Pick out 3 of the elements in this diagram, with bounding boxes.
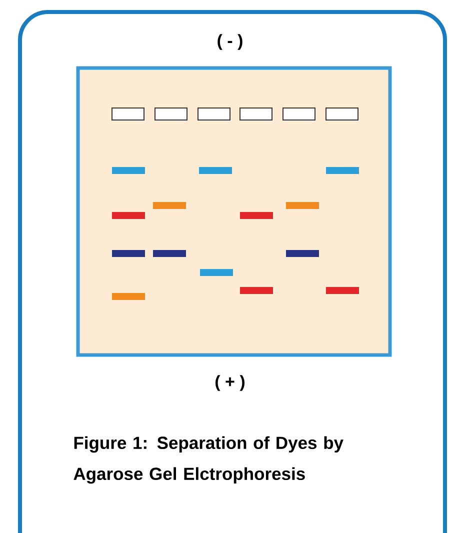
electrode-label: ( - )	[218, 34, 242, 50]
caption: Figure 1: Separation of Dyes by Agarose Gel Elctrophoresis	[74, 436, 344, 484]
electrode-label: ( + )	[216, 375, 244, 391]
